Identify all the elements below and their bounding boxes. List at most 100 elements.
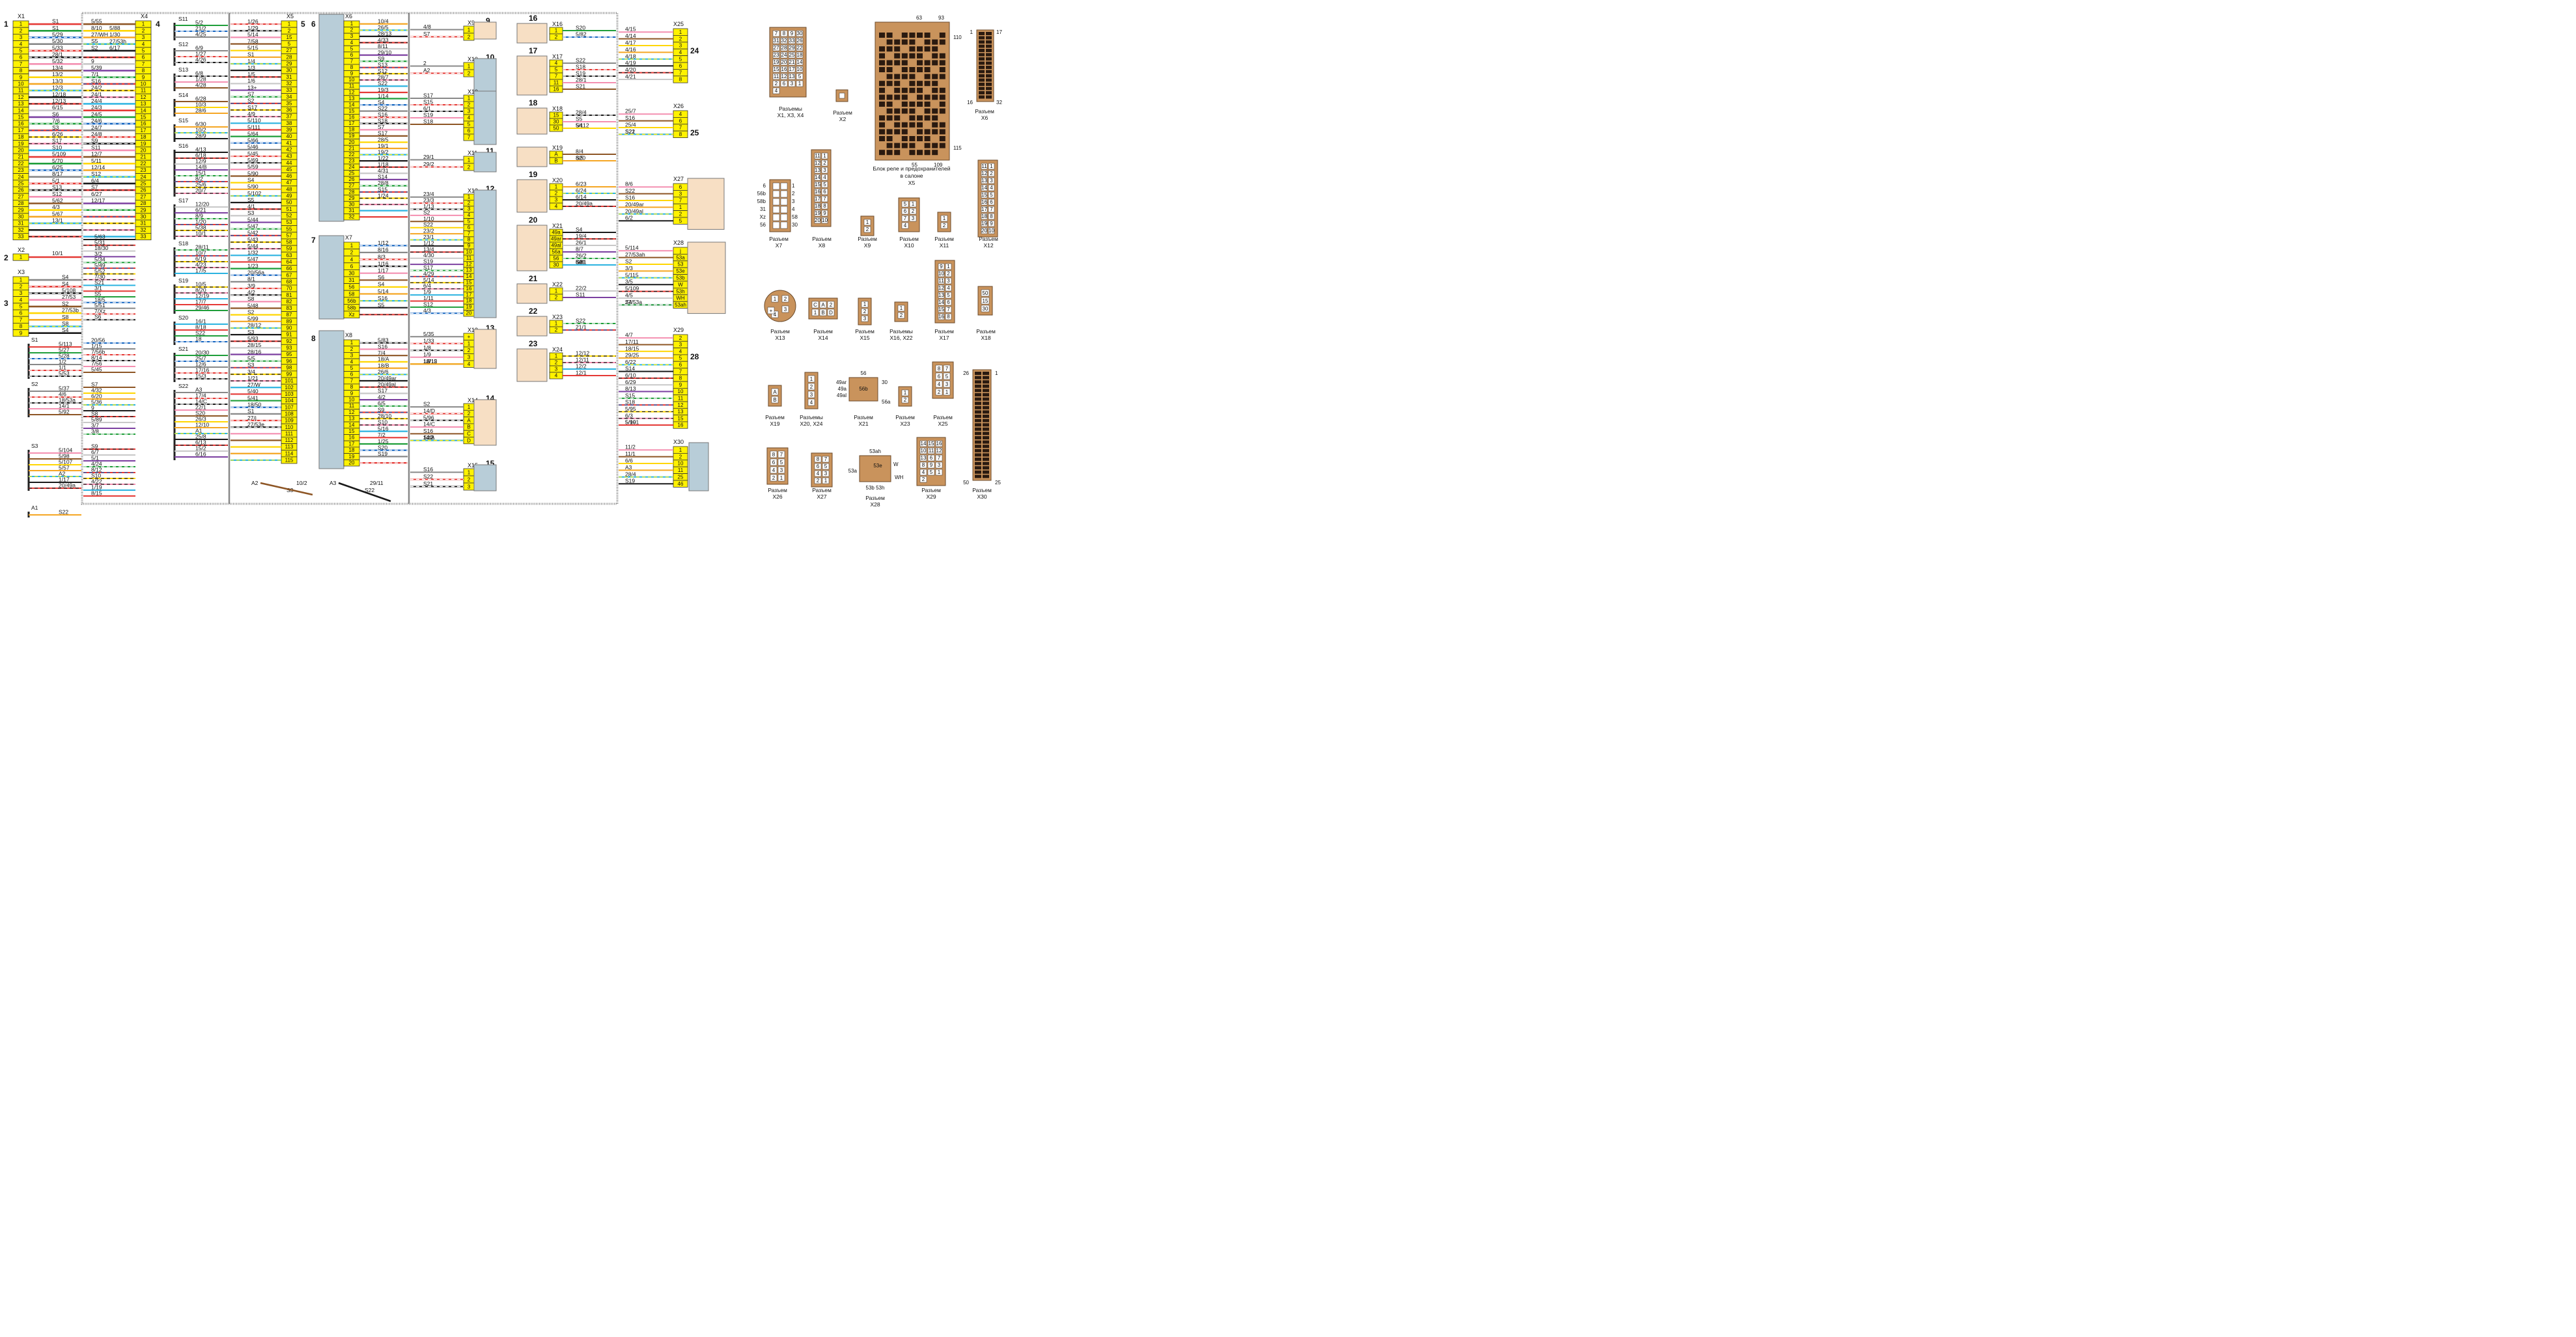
x8-pin-label: 6 xyxy=(350,372,354,378)
x4-wire-label: S2 xyxy=(91,44,98,51)
legend-x11-slot-label: 1 xyxy=(943,215,946,221)
legend-x17-slot xyxy=(945,299,952,306)
x14-in-label: 14/2 xyxy=(423,434,434,441)
x5-pin-label: 81 xyxy=(287,292,292,298)
legend-x29-slot xyxy=(919,476,927,483)
legend-x17-slot-label: 14 xyxy=(938,299,944,305)
x6-wire-label: S9 xyxy=(378,55,385,62)
legend-x5-slot xyxy=(879,94,885,100)
legend-x6-slot xyxy=(986,36,992,40)
legend-x10-caption-sub: X10 xyxy=(904,242,914,249)
x4-wire-label: 5/39 xyxy=(91,64,102,71)
x25-pin-label: 1 xyxy=(679,29,682,35)
legend-x28-pin: 53a xyxy=(848,468,858,474)
legend-x5-slot xyxy=(932,108,938,114)
x10-in-label: S18 xyxy=(423,118,433,125)
legend-x25-slot-label: 4 xyxy=(938,381,941,387)
legend-x23-slot-label: 1 xyxy=(904,390,907,396)
legend-x17-slot-label: 6 xyxy=(947,299,950,305)
legend-x21-pin: 30 xyxy=(882,379,888,385)
x25-wire-label: 4/14 xyxy=(625,33,636,39)
legend-x27-slot-label: 8 xyxy=(817,456,820,462)
mid-splice-label: 1/27 xyxy=(195,51,206,57)
mid-splice-label: 25/7 xyxy=(195,355,206,362)
x20-pin-label: 3 xyxy=(555,197,558,203)
x5-wire-label: 5/111 xyxy=(247,124,260,130)
legend-x27-slot-label: 7 xyxy=(824,456,828,462)
legend-x8-slot-label: 11 xyxy=(815,153,820,159)
x8-wire-label: 20/49al xyxy=(378,381,396,388)
x24-wire-label: 12/11 xyxy=(576,357,589,363)
x29-wire-label: 5/99 xyxy=(625,419,636,426)
legend-x29-slot xyxy=(935,447,943,454)
x19-wire-label: S20 xyxy=(576,155,585,161)
legend-x30-slot xyxy=(983,384,989,388)
legend-x5-slot xyxy=(879,60,885,66)
x6-pin-label: 17 xyxy=(349,120,355,126)
legend-x5-slot xyxy=(924,60,931,66)
x4-wire-label: 24/4 xyxy=(91,98,102,104)
x21-pin-label: 30 xyxy=(553,262,559,268)
legend-x25-slot xyxy=(935,388,943,396)
x29-pin-label: 10 xyxy=(678,389,684,394)
legend-x5-num: 55 xyxy=(912,162,917,168)
x3-wire-label: 27/53 xyxy=(62,294,76,300)
x15-pin-label: 2 xyxy=(468,477,471,483)
x5-pin-label: 39 xyxy=(287,127,292,133)
x8-wire-label: 1/25 xyxy=(378,438,389,445)
x5-wire-label: 5/14 xyxy=(247,31,259,38)
x5-pin-label: 27 xyxy=(287,48,292,53)
x4-wire-label: S7 xyxy=(91,184,98,191)
legend-x30-slot xyxy=(975,436,981,439)
x29-pin-label: 12 xyxy=(678,402,684,408)
legend-x10-slot xyxy=(901,215,909,222)
legend-x1-slot xyxy=(780,73,788,80)
x26-wire-label: S21 xyxy=(625,128,635,135)
legend-x29-caption-title: Разъем xyxy=(921,487,941,493)
legend-x23-slot xyxy=(901,389,909,396)
x29-pin-label: 15 xyxy=(678,415,684,421)
legend-x10-slot-label: 2 xyxy=(912,208,915,214)
mid-splice-label: 8/9 xyxy=(195,213,203,219)
x1-wire-label: 28/1 xyxy=(52,51,63,58)
legend-x23-caption-sub: X23 xyxy=(900,420,910,427)
legend-x5-num: 110 xyxy=(953,34,962,40)
x19-wire-label: 8/4 xyxy=(576,148,583,155)
legend-x16-caption-title: Разъемы xyxy=(889,328,913,335)
legend-x12-slot-label: 4 xyxy=(990,185,993,191)
legend-x26-slot xyxy=(770,474,777,482)
x6-pin-label: 4 xyxy=(350,40,354,46)
x5-pin-label: 58 xyxy=(287,240,292,245)
mid-splice-label: 1/20 xyxy=(195,219,206,225)
legend-x5-slot xyxy=(924,74,931,79)
x5-pin-label: 42 xyxy=(287,146,292,152)
legend-x30-slot xyxy=(983,402,989,406)
x4-pin-label: 20 xyxy=(141,148,147,154)
x30-pin-label: 25 xyxy=(678,475,684,480)
x8-wire-label: S20 xyxy=(378,445,387,451)
x1-wire-label: S10 xyxy=(52,144,62,150)
x1-pin-label: 9 xyxy=(20,74,23,80)
legend-x25-slot-label: 1 xyxy=(945,389,949,395)
x6-wire-label: 4/31 xyxy=(378,167,389,174)
x3-right-label: 5/52 xyxy=(94,268,105,274)
legend-x12-slot-label: 11 xyxy=(981,163,987,169)
legend-x30-slot xyxy=(983,440,989,444)
x12-in-label: 1/10 xyxy=(423,215,434,222)
mid-splice-label: 6/19 xyxy=(195,256,206,262)
legend-x5-slot xyxy=(886,81,893,87)
mid-splice-label: 25/8 xyxy=(195,434,206,440)
x6-wire-label: S7 xyxy=(378,124,385,130)
legend-x19-caption-sub: X19 xyxy=(770,420,779,427)
mid-splice-label: 6/28 xyxy=(195,96,206,102)
splice-right-label: S8 xyxy=(91,411,98,417)
x1-pin-label: 25 xyxy=(18,181,24,187)
x4-wire-label: 6/27 xyxy=(91,191,102,197)
x25-wire-label: 4/21 xyxy=(625,74,636,80)
legend-x1-slot xyxy=(780,59,788,66)
x5-wire-label: 1/29 xyxy=(247,25,259,31)
legend-x27-slot-label: 2 xyxy=(817,478,820,484)
x4-wire-label: 6/4 xyxy=(91,177,99,184)
legend-x7-slot xyxy=(780,190,788,198)
legend-x5-slot xyxy=(886,115,893,121)
